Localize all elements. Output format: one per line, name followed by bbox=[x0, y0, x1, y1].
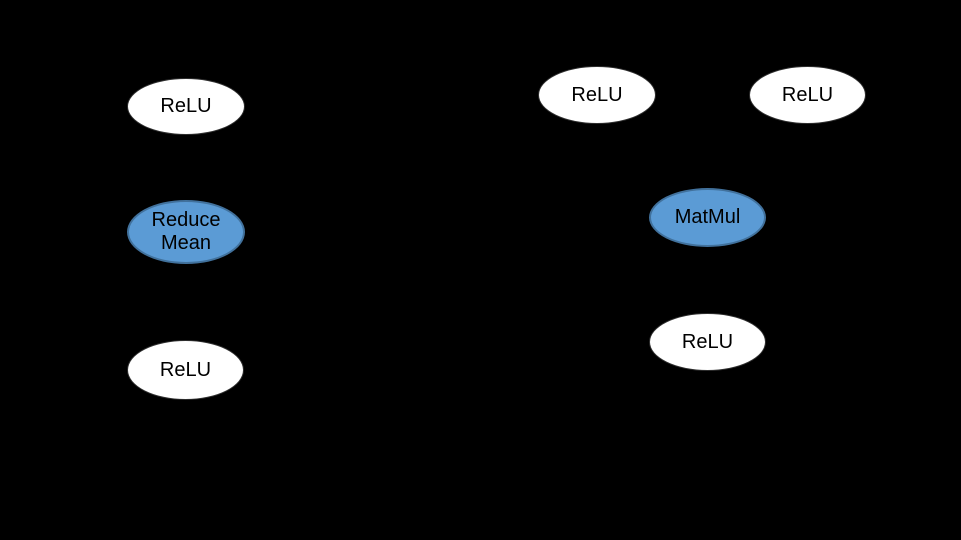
node-label: ReLU bbox=[160, 95, 212, 117]
node-label: ReLU bbox=[159, 358, 212, 381]
node-matmul: MatMul bbox=[649, 188, 766, 247]
node-label: ReLU bbox=[571, 83, 623, 106]
node-relu: ReLU bbox=[649, 313, 766, 371]
node-label: MatMul bbox=[674, 206, 741, 228]
node-reduce-mean: Reduce Mean bbox=[127, 200, 245, 264]
node-label: ReLU bbox=[681, 330, 734, 353]
node-relu: ReLU bbox=[538, 66, 656, 124]
node-relu: ReLU bbox=[749, 66, 866, 124]
node-label: Reduce Mean bbox=[151, 209, 221, 254]
node-relu: ReLU bbox=[127, 340, 244, 400]
node-relu: ReLU bbox=[127, 78, 245, 135]
node-label: ReLU bbox=[781, 83, 834, 106]
